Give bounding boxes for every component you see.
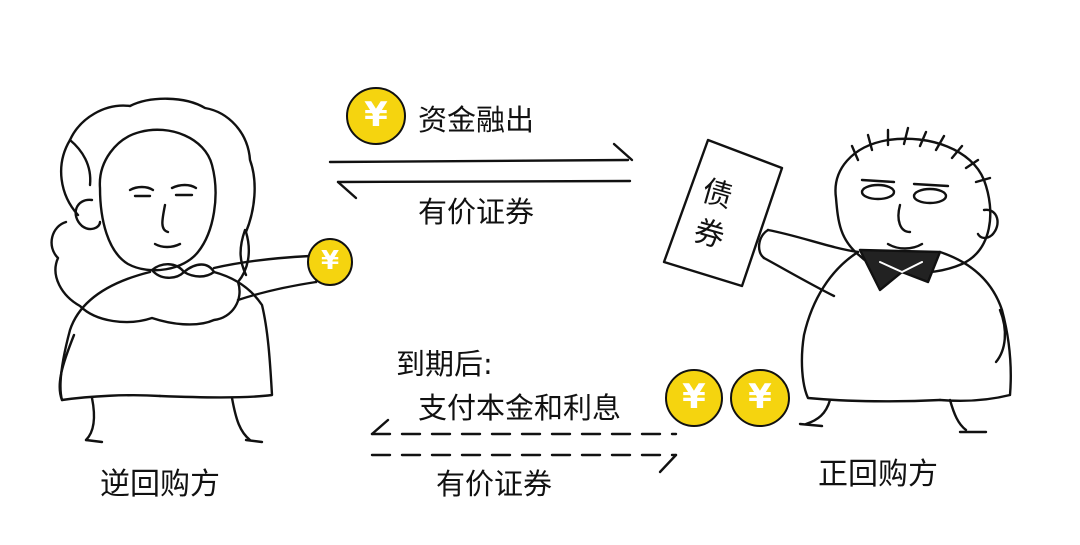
reverse-repo-party-label: 逆回购方 [100, 467, 220, 502]
woman-figure [50, 97, 320, 444]
coin-top [346, 87, 406, 145]
man-figure [757, 126, 1012, 434]
yen-coin-icon: ¥ [320, 246, 340, 276]
yen-coin-icon: ¥ [682, 377, 706, 417]
coin-woman-hand [307, 238, 353, 286]
securities-top-label: 有价证券 [418, 195, 535, 229]
dashed-left-arrow [370, 418, 678, 436]
maturity-label: 到期后: [396, 347, 493, 381]
securities-bottom-label: 有价证券 [436, 467, 553, 501]
repo-party-label: 正回购方 [818, 457, 938, 492]
left-arrow-icon [336, 179, 632, 200]
bond-document-icon [662, 138, 784, 288]
yen-coin-icon: ¥ [748, 377, 772, 417]
coin-bottom-1 [665, 369, 723, 427]
dashed-right-arrow [370, 453, 678, 474]
yen-coin-icon: ¥ [364, 95, 388, 135]
right-arrow-icon [328, 142, 634, 164]
funds-out-label: 资金融出 [418, 103, 535, 137]
repay-principal-interest-label: 支付本金和利息 [418, 391, 622, 425]
coin-bottom-2 [730, 369, 790, 427]
